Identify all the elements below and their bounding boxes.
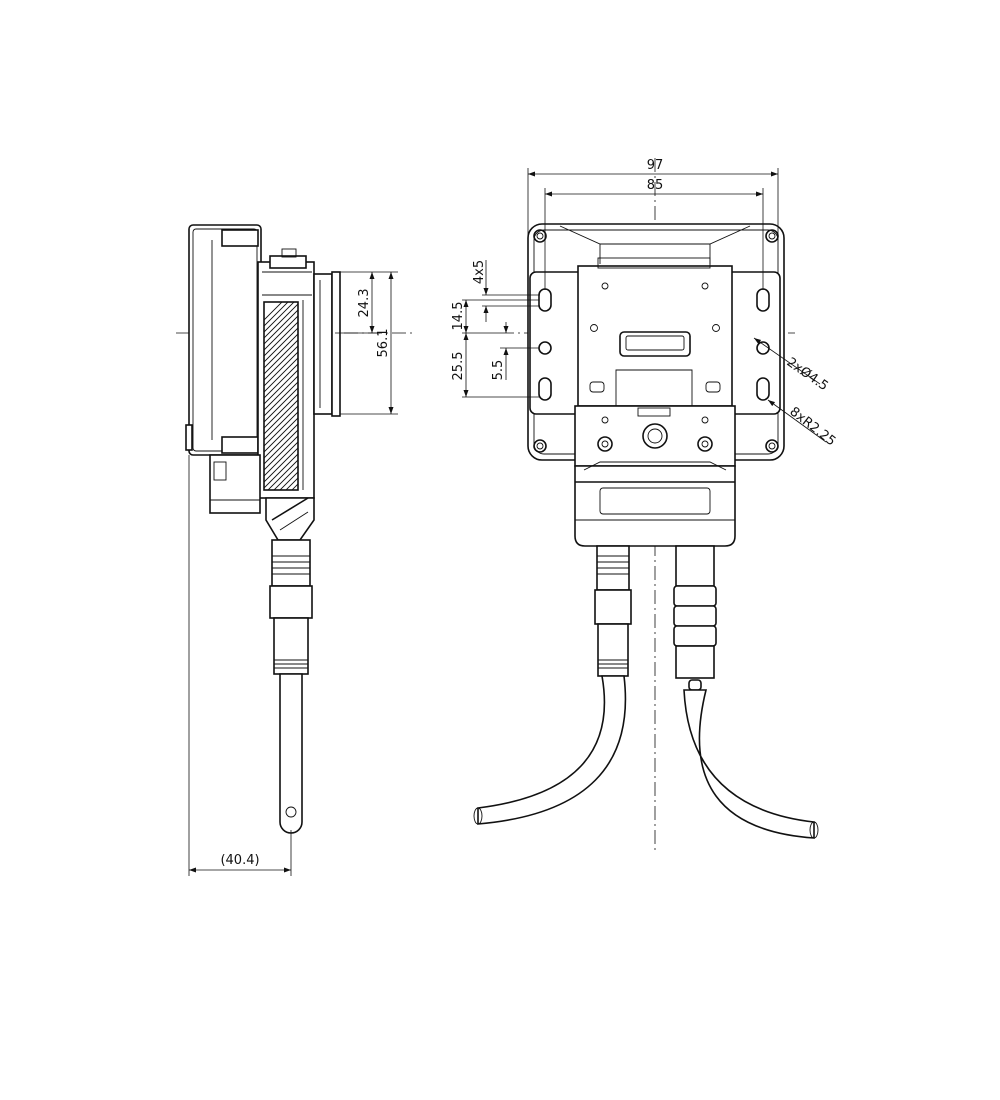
- side-cable: [279, 673, 303, 834]
- corner-screw-icon: [765, 439, 779, 453]
- pitch-bottom-label: 25.5: [451, 352, 466, 381]
- mounting-hole: [538, 341, 552, 355]
- right-plug: [675, 545, 715, 587]
- slot-width-label: 4x5: [472, 260, 487, 284]
- dim-lens-height: 56.1: [340, 272, 398, 415]
- mounting-slot: [756, 288, 770, 312]
- depth-label: (40.4): [220, 853, 259, 868]
- hole-callout-label: 2xØ4.5: [784, 355, 831, 394]
- lens-height-label: 56.1: [376, 329, 391, 358]
- mounting-slot: [538, 288, 552, 312]
- block-screw-icon: [597, 436, 613, 452]
- connector-housing: [574, 465, 736, 547]
- width-outer-label: 97: [647, 158, 664, 173]
- dim-pitch-top: 14.5: [451, 299, 539, 334]
- side-plug-body: [269, 585, 313, 619]
- side-top-clip: [269, 255, 307, 269]
- plate-screw-icon: [590, 324, 598, 332]
- width-inner-label: 85: [647, 178, 664, 193]
- pitch-top-label: 14.5: [451, 302, 466, 331]
- front-lower-block: [574, 405, 736, 467]
- dim-offset-small: 5.5: [491, 322, 539, 380]
- side-lens-mount: [313, 273, 333, 415]
- side-view: 24.3 56.1 (40.4): [176, 224, 415, 876]
- front-view: 97 85 4x5 14.5 25.5: [451, 158, 838, 852]
- dim-pitch-bottom: 25.5: [451, 333, 539, 398]
- side-hatch: [264, 302, 298, 490]
- side-bottom-tab: [221, 436, 259, 454]
- side-housing: [188, 224, 262, 456]
- center-port-icon: [642, 423, 668, 449]
- offset-small-label: 5.5: [491, 360, 506, 381]
- right-cable: [683, 689, 815, 839]
- mounting-slot: [756, 377, 770, 401]
- side-plug: [271, 539, 311, 587]
- mounting-slot: [538, 377, 552, 401]
- dim-width-inner: 85: [544, 178, 764, 290]
- radius-callout-label: 8xR2.25: [787, 404, 839, 449]
- side-latch: [209, 454, 261, 514]
- side-heat-sink: [263, 301, 299, 491]
- corner-screw-icon: [533, 229, 547, 243]
- dim-slot-width: 4x5: [472, 260, 540, 322]
- dim-depth: (40.4): [188, 455, 292, 876]
- corner-screw-icon: [533, 439, 547, 453]
- lens-offset-label: 24.3: [357, 289, 372, 318]
- block-screw-icon: [697, 436, 713, 452]
- plate-screw-icon: [712, 324, 720, 332]
- left-cable: [477, 675, 627, 825]
- side-top-tab: [221, 229, 259, 247]
- side-plug-sleeve: [273, 617, 309, 675]
- dim-width-outer: 97: [527, 158, 779, 240]
- dim-lens-offset: 24.3: [335, 271, 398, 334]
